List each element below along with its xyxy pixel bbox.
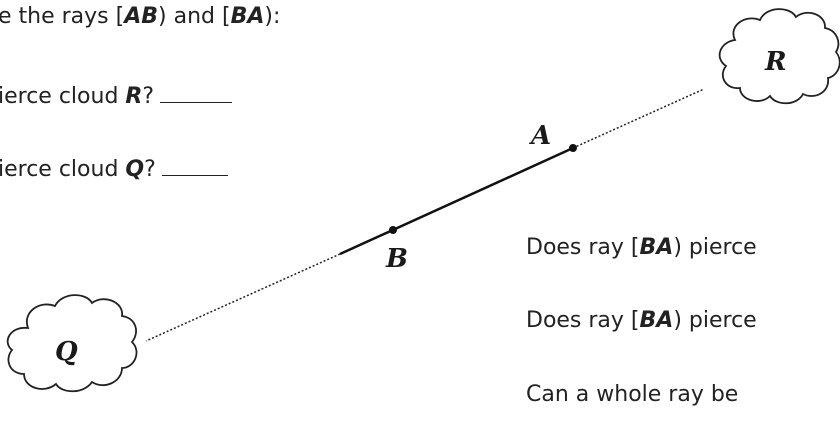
- instruction-pre: e the rays [: [0, 4, 125, 29]
- ray-extension-toward-r: [572, 88, 705, 149]
- question-mark: ?: [144, 157, 156, 182]
- question-whole-ray: Can a whole ray be: [526, 384, 738, 406]
- answer-blank[interactable]: [160, 101, 233, 103]
- question-ray-ba-1: Does ray [BA) pierce: [526, 237, 757, 259]
- cloud-name: Q: [125, 157, 145, 182]
- point-b: [389, 226, 397, 234]
- ray-extension-toward-q: [145, 253, 341, 342]
- cloud-name: R: [125, 84, 143, 109]
- point-a-label: A: [528, 121, 551, 151]
- question-mark: ?: [142, 84, 155, 109]
- point-a: [569, 144, 577, 152]
- question-text: ierce cloud: [0, 157, 126, 182]
- instruction-mid: ) and [: [158, 4, 231, 29]
- answer-blank[interactable]: [161, 174, 228, 176]
- question-text: Does ray [: [526, 308, 640, 333]
- question-pierce-r: ierce cloud R?: [0, 84, 233, 109]
- ray-name: BA: [639, 235, 674, 260]
- ray-ab-label: AB: [124, 4, 159, 29]
- ray-ba-label: BA: [230, 4, 265, 29]
- cloud-q-icon: Q: [6, 294, 138, 393]
- question-pierce-q: ierce cloud Q?: [0, 159, 228, 181]
- question-text: ) pierce: [673, 235, 757, 260]
- ray-name: BA: [639, 308, 674, 333]
- line-segment: [339, 146, 574, 256]
- instruction-post: ):: [264, 4, 281, 29]
- question-text: ) pierce: [673, 308, 757, 333]
- point-b-label: B: [385, 244, 408, 274]
- cloud-q-label: Q: [55, 337, 78, 367]
- cloud-r-icon: R: [718, 8, 840, 105]
- cloud-r-label: R: [764, 47, 787, 77]
- question-text: Can a whole ray be: [526, 382, 739, 407]
- instruction-text: e the rays [AB) and [BA):: [0, 6, 280, 28]
- question-text: Does ray [: [526, 235, 640, 260]
- question-text: ierce cloud: [0, 84, 126, 109]
- question-ray-ba-2: Does ray [BA) pierce: [526, 310, 757, 332]
